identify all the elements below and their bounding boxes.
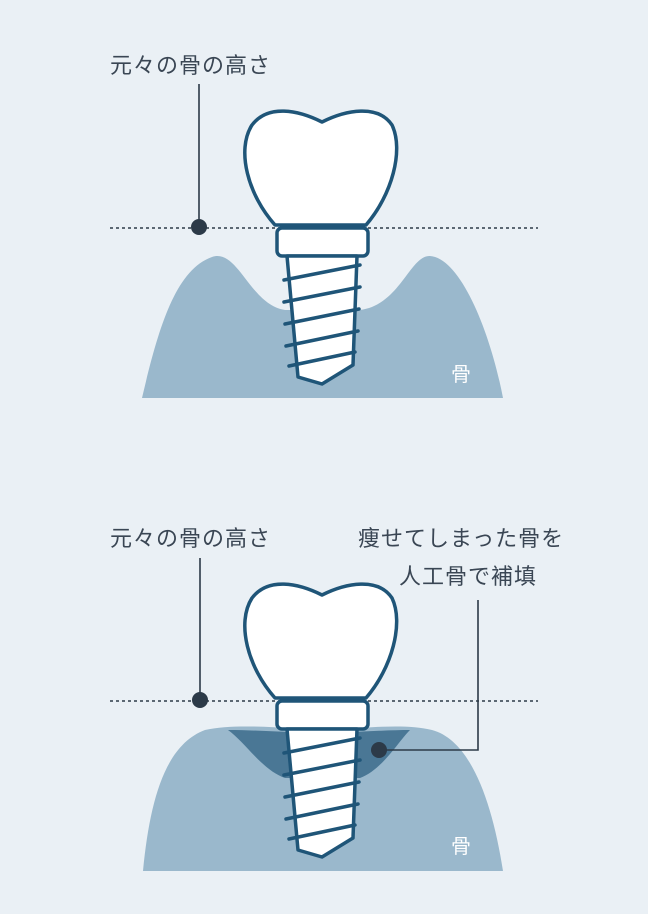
leader-dot <box>192 692 208 708</box>
bone-label: 骨 <box>451 362 471 386</box>
graft-label-line1: 痩せてしまった骨を <box>358 527 565 552</box>
graft-label-line2: 人工骨で補填 <box>399 565 538 590</box>
graft-leader-dot <box>371 742 387 758</box>
original-bone-height-label: 元々の骨の高さ <box>110 527 272 552</box>
leader-dot <box>191 219 207 235</box>
top-diagram <box>110 84 538 398</box>
bottom-diagram <box>110 558 538 871</box>
bone-label: 骨 <box>451 834 471 858</box>
graft-leader-line <box>380 600 479 751</box>
original-bone-height-label: 元々の骨の高さ <box>110 54 272 79</box>
